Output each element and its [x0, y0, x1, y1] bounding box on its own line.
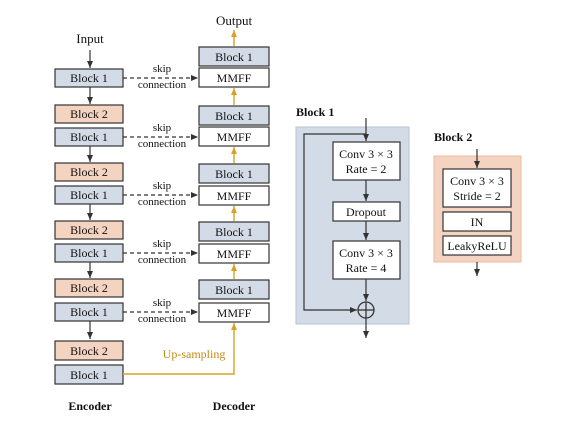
encoder-block1-4-label: Block 1: [70, 246, 108, 260]
decoder-block1-2: [198, 105, 270, 126]
block2-norm: [442, 211, 512, 232]
block1-conv-a-line2: Rate = 2: [346, 162, 387, 176]
block1-conv-a-line1: Conv 3 × 3: [339, 147, 393, 161]
block2-detail-title: Block 2: [434, 130, 472, 144]
upsampling-label: Up-sampling: [163, 347, 226, 361]
encoder-block1-1-label: Block 1: [70, 71, 108, 85]
encoder-block1-3-label: Block 1: [70, 188, 108, 202]
encoder-block2-5: [54, 278, 124, 298]
connection-label-2: connection: [138, 138, 187, 150]
mmff-3-label: MMFF: [217, 189, 252, 203]
mmff-4: [198, 243, 270, 264]
decoder-block1-4: [198, 221, 270, 242]
encoder-block2-3-label: Block 2: [70, 165, 108, 179]
block2-act-label: LeakyReLU: [447, 239, 507, 253]
decoder-block1-2-label: Block 1: [215, 109, 253, 123]
skip-label-5: skip: [153, 297, 172, 309]
encoder-block2-4: [54, 220, 124, 240]
encoder-block2-4-label: Block 2: [70, 223, 108, 237]
mmff-5-label: MMFF: [217, 306, 252, 320]
block2-conv: [442, 168, 512, 208]
decoder-block1-4-label: Block 1: [215, 225, 253, 239]
skip-label-3: skip: [153, 180, 172, 192]
decoder-block1-3: [198, 163, 270, 184]
encoder-block2-6-label: Block 2: [70, 344, 108, 358]
input-label: Input: [76, 31, 104, 46]
encoder-block2-2-label: Block 2: [70, 107, 108, 121]
decoder-block1-5: [198, 279, 270, 300]
block1-conv-b-line1: Conv 3 × 3: [339, 246, 393, 260]
skip-label-4: skip: [153, 238, 172, 250]
mmff-5: [198, 302, 270, 323]
encoder-block1-2-label: Block 1: [70, 130, 108, 144]
mmff-2: [198, 126, 270, 147]
skip-label-2: skip: [153, 122, 172, 134]
encoder-block2-3: [54, 162, 124, 182]
skip-label-1: skip: [153, 63, 172, 75]
connection-label-4: connection: [138, 254, 187, 266]
decoder-block1-1-label: Block 1: [215, 50, 253, 64]
encoder-block2-6: [54, 340, 124, 361]
connection-label-5: connection: [138, 313, 187, 325]
encoder-block1-6-label: Block 1: [70, 368, 108, 382]
encoder-block2-2: [54, 104, 124, 124]
decoder-block1-1: [198, 46, 270, 67]
mmff-3: [198, 185, 270, 206]
block2-act: [442, 235, 512, 256]
output-label: Output: [216, 13, 253, 28]
encoder-block1-5-label: Block 1: [70, 305, 108, 319]
encoder-block2-5-label: Block 2: [70, 281, 108, 295]
block2-conv-line1: Conv 3 × 3: [450, 174, 504, 188]
block1-conv-b: [332, 240, 401, 280]
block1-conv-a: [332, 141, 401, 181]
connection-label-1: connection: [138, 79, 187, 91]
mmff-2-label: MMFF: [217, 130, 252, 144]
residual-add-icon: [357, 301, 375, 319]
mmff-4-label: MMFF: [217, 247, 252, 261]
decoder-block1-3-label: Block 1: [215, 167, 253, 181]
connection-label-3: connection: [138, 196, 187, 208]
block2-conv-line2: Stride = 2: [453, 189, 500, 203]
decoder-label: Decoder: [213, 399, 256, 413]
mmff-1-label: MMFF: [217, 71, 252, 85]
encoder-label: Encoder: [68, 399, 112, 413]
block1-conv-b-line2: Rate = 4: [346, 261, 387, 275]
block1-detail-title: Block 1: [296, 105, 334, 119]
block2-norm-label: IN: [471, 215, 484, 229]
decoder-block1-5-label: Block 1: [215, 283, 253, 297]
mmff-1: [198, 67, 270, 88]
block1-dropout-label: Dropout: [346, 205, 387, 219]
